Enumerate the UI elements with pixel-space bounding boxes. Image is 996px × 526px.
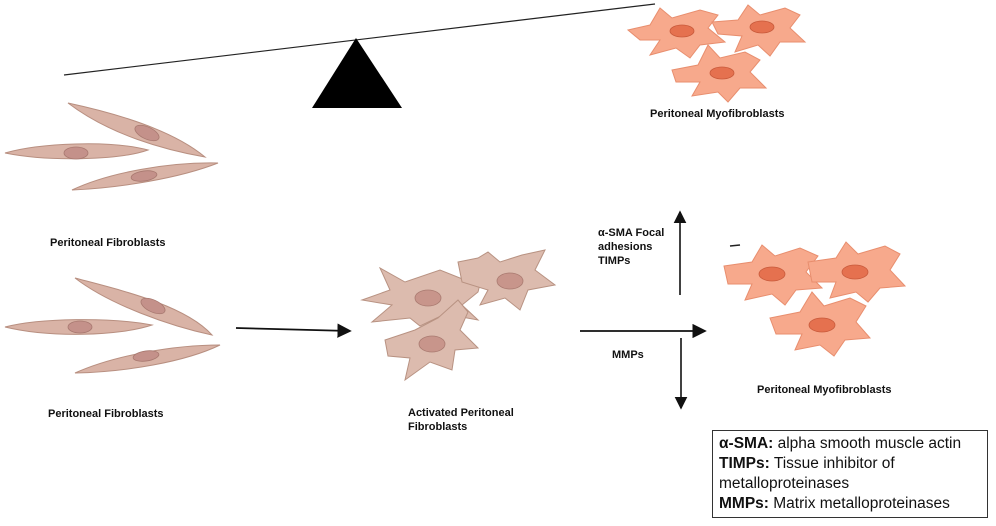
label-peritoneal-myofibroblasts-right: Peritoneal Myofibroblasts bbox=[757, 384, 892, 396]
label-peritoneal-fibroblasts-bottom: Peritoneal Fibroblasts bbox=[48, 408, 164, 420]
legend-term: MMPs: bbox=[719, 495, 769, 512]
legend-row: TIMPs: Tissue inhibitor of bbox=[719, 454, 981, 474]
fibroblast-cell bbox=[74, 344, 221, 374]
myofibroblast-cell bbox=[807, 241, 907, 303]
activated-fibroblast-cell bbox=[457, 249, 557, 311]
seesaw-fulcrum bbox=[312, 38, 402, 108]
label-peritoneal-myofibroblasts-top: Peritoneal Myofibroblasts bbox=[650, 108, 785, 120]
legend-row: α-SMA: alpha smooth muscle actin bbox=[719, 434, 981, 454]
label-activated-fibroblasts: Activated Peritoneal Fibroblasts bbox=[408, 406, 514, 434]
fibroblast-cell bbox=[4, 143, 150, 160]
label-down-arrow: MMPs bbox=[612, 349, 644, 361]
legend-term: TIMPs: bbox=[719, 455, 770, 472]
legend-description: Tissue inhibitor of bbox=[769, 455, 895, 472]
label-up-line1: α-SMA Focal bbox=[598, 227, 665, 239]
fibroblast-cell bbox=[71, 162, 219, 191]
legend-term: α-SMA: bbox=[719, 435, 774, 452]
myofibroblast-cell bbox=[769, 291, 872, 357]
fibroblast-group-bottom bbox=[4, 277, 221, 374]
arrow-fibroblast-to-activated bbox=[235, 323, 352, 338]
label-activated-line1: Activated Peritoneal bbox=[408, 407, 514, 419]
label-peritoneal-fibroblasts-top: Peritoneal Fibroblasts bbox=[50, 237, 166, 249]
fibroblast-cell bbox=[67, 102, 207, 158]
legend-description: Matrix metalloproteinases bbox=[768, 495, 950, 512]
legend-row: metalloproteinases bbox=[719, 474, 981, 494]
label-up-line2: adhesions bbox=[598, 241, 653, 253]
myofibroblast-cell bbox=[626, 7, 727, 59]
activated-fibroblast-cell bbox=[384, 299, 480, 382]
legend-description: metalloproteinases bbox=[719, 475, 850, 492]
legend-row: MMPs: Matrix metalloproteinases bbox=[719, 494, 981, 514]
activated-fibroblast-group bbox=[360, 249, 557, 382]
label-activated-line2: Fibroblasts bbox=[408, 421, 468, 433]
myofibroblast-cell bbox=[723, 244, 824, 306]
label-up-arrow: α-SMA Focal adhesions TIMPs bbox=[598, 226, 664, 268]
myofibroblast-cell bbox=[671, 44, 768, 103]
myofibroblast-group-top bbox=[626, 4, 807, 103]
legend-description: alpha smooth muscle actin bbox=[773, 435, 962, 452]
fibroblast-group-top bbox=[4, 102, 219, 191]
fibroblast-cell bbox=[4, 319, 154, 335]
small-dash bbox=[729, 244, 741, 247]
fibroblast-cell bbox=[74, 277, 214, 336]
myofibroblast-group-right bbox=[723, 241, 907, 357]
label-up-line3: TIMPs bbox=[598, 255, 631, 267]
seesaw-beam bbox=[63, 3, 656, 76]
myofibroblast-cell bbox=[711, 4, 807, 57]
